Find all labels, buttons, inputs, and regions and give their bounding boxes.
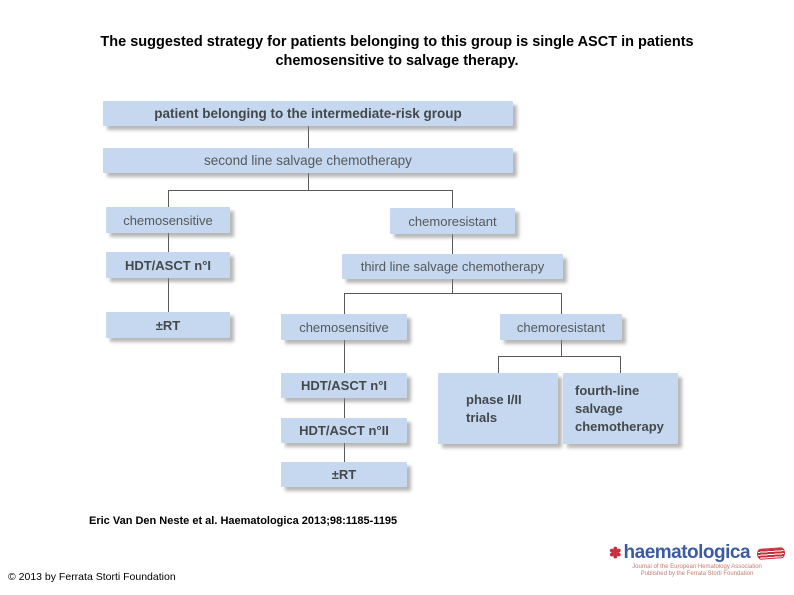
- flow-node-chemoresistant-2: chemoresistant: [500, 314, 622, 340]
- logo-tagline-line1: Journal of the European Hematology Assoc…: [632, 564, 762, 570]
- flow-node-intermediate-risk-group: patient belonging to the intermediate-ri…: [103, 101, 513, 126]
- connector: [308, 173, 309, 190]
- flow-node-rt-2: ±RT: [281, 462, 407, 487]
- haematologica-logo: ✽ haematologica Journal of the European …: [603, 543, 791, 583]
- citation: Eric Van Den Neste et al. Haematologica …: [89, 515, 398, 527]
- ribbon-seal-icon: [756, 546, 786, 560]
- connector: [561, 340, 562, 356]
- connector: [168, 190, 169, 207]
- flow-node-third-line-salvage: third line salvage chemotherapy: [342, 254, 563, 279]
- logo-tagline-line2: Published by the Ferrata Storti Foundati…: [640, 570, 754, 577]
- flow-node-chemosensitive-1: chemosensitive: [106, 207, 230, 233]
- flow-node-second-line-salvage: second line salvage chemotherapy: [103, 148, 513, 173]
- slide-title: The suggested strategy for patients belo…: [0, 33, 794, 71]
- flow-node-chemoresistant-1: chemoresistant: [390, 208, 515, 234]
- connector: [344, 443, 345, 462]
- flow-node-hdt-asct-3: HDT/ASCT n°II: [281, 418, 407, 443]
- connector: [168, 190, 452, 191]
- flow-node-fourth-line-salvage: fourth-line salvage chemotherapy: [563, 373, 678, 444]
- connector: [308, 126, 309, 148]
- copyright: © 2013 by Ferrata Storti Foundation: [8, 571, 176, 583]
- flow-node-hdt-asct-2: HDT/ASCT n°I: [281, 373, 407, 398]
- flow-node-chemosensitive-2: chemosensitive: [281, 314, 407, 340]
- slide-title-line1: The suggested strategy for patients belo…: [100, 34, 694, 50]
- connector: [344, 340, 345, 373]
- connector: [344, 398, 345, 418]
- logo-row: ✽ haematologica: [603, 543, 791, 563]
- connector: [168, 233, 169, 252]
- connector: [498, 356, 620, 357]
- flow-node-phase-trials: phase I/II trials: [438, 373, 558, 444]
- connector: [452, 234, 453, 254]
- connector: [168, 278, 169, 312]
- flower-icon: ✽: [608, 544, 622, 562]
- connector: [344, 293, 561, 294]
- connector: [561, 293, 562, 314]
- connector: [452, 279, 453, 293]
- connector: [452, 190, 453, 208]
- flow-node-rt-1: ±RT: [106, 312, 230, 338]
- logo-tagline: Journal of the European Hematology Assoc…: [603, 564, 791, 577]
- connector: [498, 356, 499, 373]
- slide-title-line2: chemosensitive to salvage therapy.: [275, 53, 519, 69]
- connector: [620, 356, 621, 373]
- logo-wordmark: haematologica: [623, 542, 751, 563]
- flow-node-hdt-asct-1: HDT/ASCT n°I: [106, 252, 230, 278]
- connector: [344, 293, 345, 314]
